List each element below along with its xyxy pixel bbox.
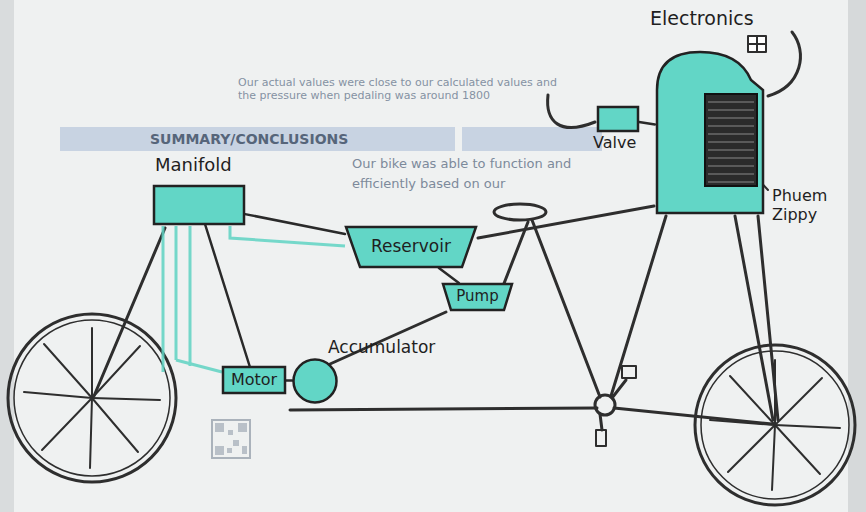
poster-text: efficiently based on our [352, 176, 612, 192]
manifold-box: Manifold [153, 185, 245, 225]
poster-heading: SUMMARY/CONCLUSIONS [150, 131, 450, 148]
board-edge [848, 0, 866, 512]
part-heading: Electronics [650, 8, 754, 30]
rear-wheel [695, 345, 855, 505]
part-label: Motor [231, 371, 277, 389]
pneumatic-coil [705, 94, 757, 186]
switch-symbol [748, 36, 766, 52]
trapezoid-outline [443, 284, 512, 310]
text-holder: Reservoir [345, 226, 477, 268]
hose-lines [163, 226, 345, 372]
hydraulic-line [286, 379, 292, 382]
handlebar [548, 95, 595, 128]
part-heading: Valve [593, 134, 636, 152]
shape-outline [153, 185, 245, 225]
accumulator-tank: Accumulator [292, 358, 338, 404]
shape-outline [292, 358, 338, 404]
shape-outline [597, 106, 639, 132]
reservoir-box: Reservoir [345, 226, 477, 268]
motor-box: Motor [222, 366, 286, 394]
pump-box: Pump [442, 283, 513, 311]
poster-band [462, 127, 602, 151]
text-holder: Pump [442, 283, 513, 311]
housing-outline [657, 52, 763, 213]
trapezoid-outline [346, 227, 476, 267]
box-outline [223, 367, 285, 393]
text-holder: Motor [222, 366, 286, 394]
box-outline [154, 186, 244, 224]
part-heading: Manifold [155, 155, 232, 176]
circle-outline [294, 360, 337, 403]
qr-code [212, 420, 250, 458]
poster-band [60, 127, 455, 151]
box-outline [598, 107, 638, 131]
part-label: Reservoir [371, 237, 451, 257]
hydraulic-line [639, 122, 655, 124]
front-wheel [8, 314, 176, 482]
shape-outline [655, 50, 765, 215]
electronics-housing: Electronics [655, 50, 765, 215]
part-label: Phuem Zippy [772, 186, 852, 224]
part-label: Pump [456, 288, 498, 305]
hydraulic-line [245, 214, 345, 234]
handlebar [768, 32, 800, 96]
poster-text: Our actual values were close to our calc… [238, 76, 578, 102]
valve-box: Valve [597, 106, 639, 132]
poster-text: Our bike was able to function and [352, 156, 612, 172]
hydraulic-line [439, 268, 459, 283]
bike-frame [94, 204, 778, 446]
part-heading: Accumulator [328, 338, 435, 358]
hydraulic-line [205, 225, 249, 366]
board-edge [0, 0, 14, 512]
